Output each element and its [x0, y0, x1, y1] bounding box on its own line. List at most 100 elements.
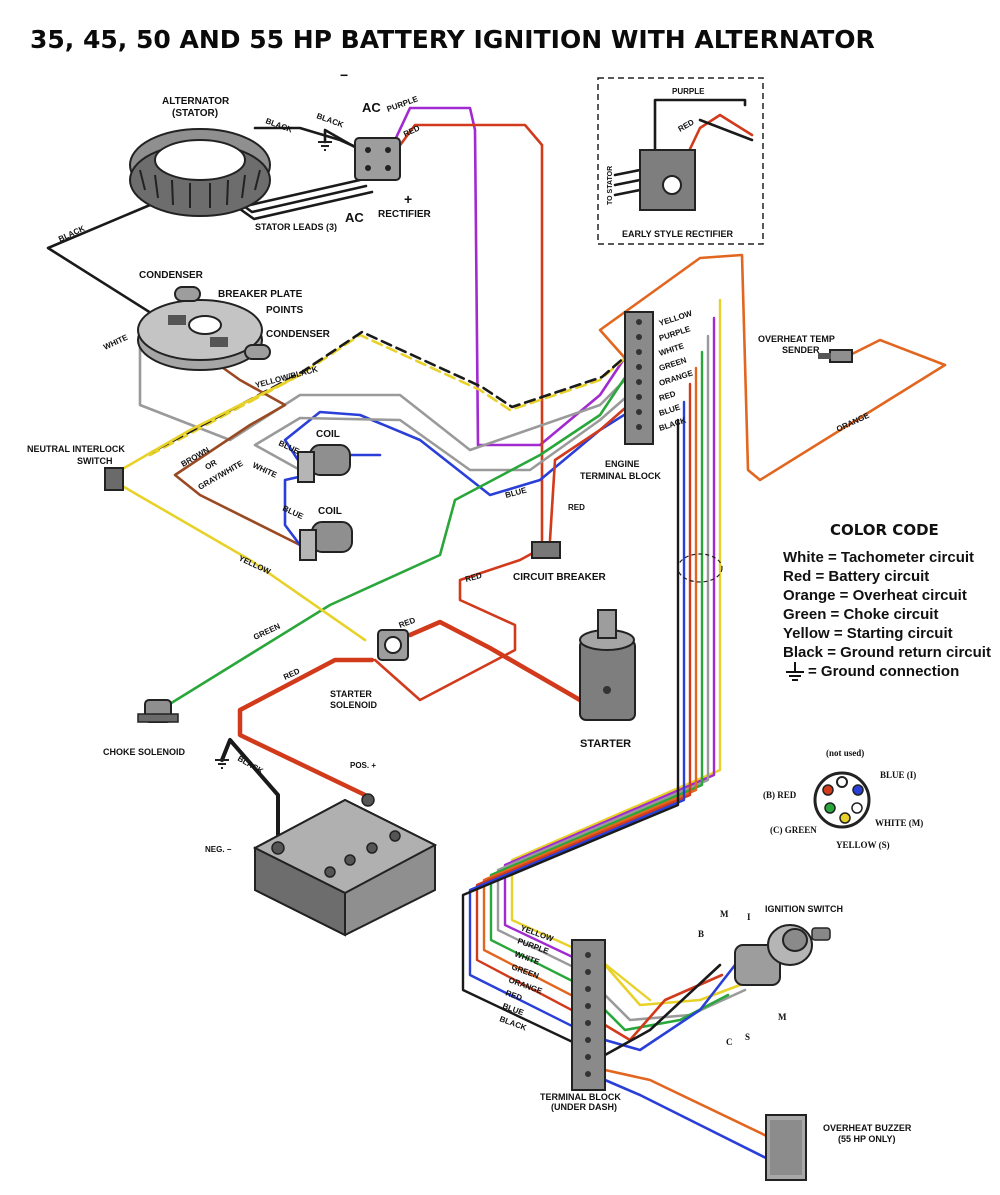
label-coil-bottom: COIL: [318, 506, 342, 517]
wire-black-left: [46, 203, 172, 327]
coil-bottom: [299, 521, 353, 561]
wire-black-batt: [220, 738, 280, 850]
engine-block-wire-label: RED: [658, 389, 677, 403]
overheat-buzzer: [765, 1114, 807, 1181]
wl-black-rect: BLACK: [315, 111, 345, 129]
wl-yellow-black: YELLOW/BLACK: [254, 365, 319, 390]
wire-buzzer-orange: [603, 1068, 777, 1142]
label-overheat-buzzer-1: OVERHEAT BUZZER: [823, 1123, 912, 1133]
label-alternator-sub: (STATOR): [172, 108, 218, 119]
wire-sw-white: [603, 988, 747, 1022]
diagram-title: 35, 45, 50 AND 55 HP BATTERY IGNITION WI…: [30, 25, 875, 54]
label-starter-solenoid-2: SOLENOID: [330, 700, 378, 710]
label-breaker-plate: BREAKER PLATE: [218, 289, 303, 300]
ignition-plug: [813, 771, 871, 829]
neutral-interlock-switch: [104, 467, 124, 491]
label-battery-neg: NEG. −: [205, 845, 232, 854]
sw-terminal-s: S: [745, 1032, 750, 1042]
wire-yellow-main: [110, 373, 302, 477]
label-condenser-right: CONDENSER: [266, 329, 331, 340]
plug-label-red: (B) RED: [763, 790, 797, 800]
switch-terminal-labels: M I B C S M: [698, 909, 787, 1047]
wire-white-bp: [138, 328, 642, 452]
wire-orange-sender: [598, 253, 947, 482]
dash-block-wire-label: RED: [504, 988, 523, 1002]
starter-solenoid: [377, 629, 409, 661]
wl-white-bp: WHITE: [102, 332, 130, 351]
label-engine-block-2: TERMINAL BLOCK: [580, 471, 661, 481]
wl-red-sol: RED: [398, 616, 417, 630]
label-ac-top: AC: [362, 100, 381, 115]
alternator-stator: [129, 128, 271, 217]
label-minus: −: [340, 67, 348, 83]
label-ac-bottom: AC: [345, 210, 364, 225]
sw-terminal-i: I: [747, 912, 751, 922]
starter-motor: [579, 609, 636, 721]
wl-early-purple: PURPLE: [672, 87, 705, 96]
wire-red-cb: [373, 546, 544, 702]
wire-brown: [173, 353, 302, 547]
main-harness: [461, 298, 722, 1057]
engine-block-wire-label: BLUE: [658, 402, 682, 417]
ignition-switch: [734, 924, 831, 986]
wire-white-coil: [253, 383, 642, 472]
wl-early-red: RED: [677, 117, 696, 133]
wire-purple-rect: [393, 106, 642, 447]
color-code-heading: COLOR CODE: [830, 521, 939, 539]
wire-red-rect: [396, 123, 544, 542]
label-battery-pos: POS. +: [350, 761, 376, 770]
sw-terminal-b: B: [698, 929, 704, 939]
overheat-temp-sender: [818, 349, 853, 363]
ground-symbol-battery: [215, 759, 229, 769]
color-code-entry: Orange = Overheat circuit: [783, 587, 967, 604]
dash-block-wire-label: BLACK: [498, 1014, 528, 1032]
wl-yellow-left: YELLOW: [237, 554, 272, 577]
wl-white-coil: WHITE: [251, 461, 279, 480]
label-engine-block-1: ENGINE: [605, 459, 640, 469]
label-choke-solenoid: CHOKE SOLENOID: [103, 747, 186, 757]
breaker-plate: [137, 299, 263, 371]
sw-terminal-c: C: [726, 1037, 733, 1047]
coil-top: [297, 444, 351, 483]
wire-early-black: [698, 118, 754, 142]
wl-black-stator: BLACK: [264, 116, 294, 134]
label-dash-block-1: TERMINAL BLOCK: [540, 1092, 621, 1102]
label-alternator: ALTERNATOR: [162, 96, 230, 107]
ground-symbol-rectifier: [318, 141, 332, 151]
circuit-breaker: [531, 541, 561, 559]
color-code-entry: White = Tachometer circuit: [783, 549, 974, 566]
choke-solenoid: [137, 699, 179, 723]
ground-icon: [786, 662, 804, 681]
label-condenser-top: CONDENSER: [139, 270, 204, 281]
plug-label-blue: BLUE (I): [880, 770, 916, 780]
label-circuit-breaker: CIRCUIT BREAKER: [513, 572, 607, 583]
plug-label-yellow: YELLOW (S): [836, 840, 890, 850]
dash-terminal-block: [571, 939, 606, 1091]
engine-block-wire-label: WHITE: [658, 341, 686, 358]
early-style-rectifier-box: [597, 77, 764, 245]
wl-black-batt: BLACK: [236, 754, 265, 776]
rectifier: [354, 137, 401, 181]
label-neutral-interlock-1: NEUTRAL INTERLOCK: [27, 444, 125, 454]
wl-blue-mid: BLUE: [504, 485, 528, 500]
plug-label-not-used: (not used): [826, 748, 864, 758]
wire-red-heavy-sol: [407, 619, 583, 703]
wire-yellow-interlock: [110, 478, 367, 642]
wl-or: OR: [204, 458, 219, 472]
wire-sw-red: [603, 973, 724, 1042]
color-code-entry: Green = Choke circuit: [783, 606, 938, 623]
wire-buzzer-blue: [603, 1078, 772, 1162]
wire-early-stator: [613, 168, 642, 197]
label-overheat-buzzer-2: (55 HP ONLY): [838, 1134, 896, 1144]
wire-yellow-black-dark: [150, 330, 644, 454]
color-code-entry: Yellow = Starting circuit: [783, 625, 953, 642]
wire-black-ground: [323, 128, 362, 152]
plug-labels: (not used) BLUE (I) (B) RED WHITE (M) (C…: [763, 748, 923, 850]
wl-red-cb-left: RED: [464, 571, 483, 584]
label-ignition-switch: IGNITION SWITCH: [765, 904, 843, 914]
wl-purple-rect: PURPLE: [386, 94, 420, 114]
label-points: POINTS: [266, 305, 304, 316]
color-code-entry: Red = Battery circuit: [783, 568, 929, 585]
